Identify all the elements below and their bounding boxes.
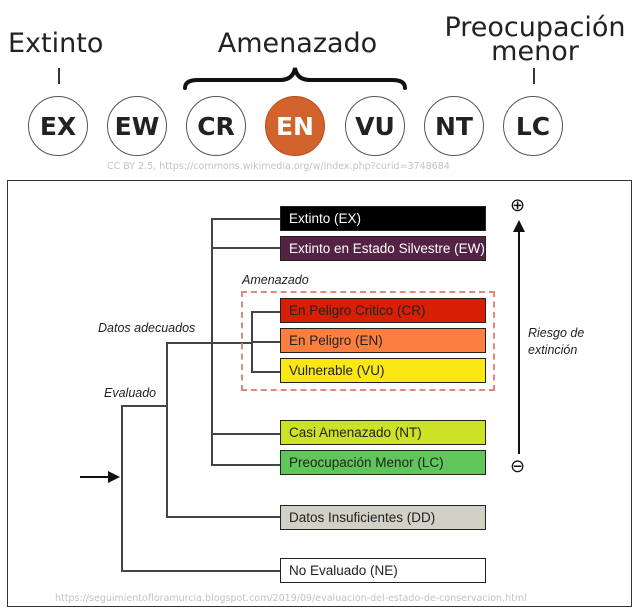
status-circle-lc: LC [503, 96, 563, 156]
status-circle-ew: EW [107, 96, 167, 156]
risk-label-1: Riesgo de [528, 326, 585, 340]
threatened-group-label: Amenazado [217, 28, 378, 59]
connector-line [251, 341, 280, 343]
evaluated-label: Evaluado [104, 386, 157, 400]
category-box-ew: Extinto en Estado Silvestre (EW) [280, 236, 486, 261]
connector-line [211, 247, 280, 249]
threatened-group-box [241, 291, 495, 391]
connector-line [121, 570, 280, 572]
connector-line [211, 433, 280, 435]
status-circle-ex: EX [28, 96, 88, 156]
extinct-group-label: Extinto [8, 28, 104, 59]
extinct-tick [58, 68, 60, 84]
least-concern-group-label-1: Preocupación [444, 12, 626, 43]
status-circle-en: EN [265, 96, 325, 156]
least-concern-group-label-2: menor [491, 36, 579, 67]
category-box-ex: Extinto (EX) [280, 206, 486, 231]
connector-line [166, 342, 213, 344]
connector-line [211, 218, 280, 220]
connector-line [121, 405, 168, 407]
connector-line [166, 342, 168, 518]
category-box-lc: Preocupación Menor (LC) [280, 450, 486, 475]
category-box-cr: En Peligro Critico (CR) [280, 298, 486, 323]
entry-arrow-icon [80, 471, 120, 483]
category-box-dd: Datos Insuficientes (DD) [280, 505, 486, 530]
least-concern-tick [533, 68, 535, 84]
risk-arrow-icon [513, 220, 525, 454]
category-box-en: En Peligro (EN) [280, 328, 486, 353]
status-circle-nt: NT [424, 96, 484, 156]
plus-icon: ⊕ [510, 195, 526, 216]
adequate-data-label: Datos adecuados [98, 321, 196, 335]
status-circle-vu: VU [345, 96, 405, 156]
connector-line [211, 464, 280, 466]
threatened-brace [183, 67, 407, 90]
threatened-label: Amenazado [242, 273, 309, 287]
connector-line [121, 405, 123, 572]
status-circle-cr: CR [186, 96, 246, 156]
connector-line [251, 371, 280, 373]
connector-line [211, 342, 251, 344]
category-box-ne: No Evaluado (NE) [280, 558, 486, 583]
connector-line [251, 311, 280, 313]
source-credit: https://seguimientofloramurcia.blogspot.… [55, 593, 527, 604]
category-box-nt: Casi Amenazado (NT) [280, 420, 486, 445]
connector-line [166, 516, 280, 518]
category-box-vu: Vulnerable (VU) [280, 358, 486, 383]
image-credit: CC BY 2.5, https://commons.wikimedia.org… [107, 161, 450, 172]
minus-icon: ⊖ [510, 456, 526, 477]
risk-label-2: extinción [528, 343, 578, 357]
